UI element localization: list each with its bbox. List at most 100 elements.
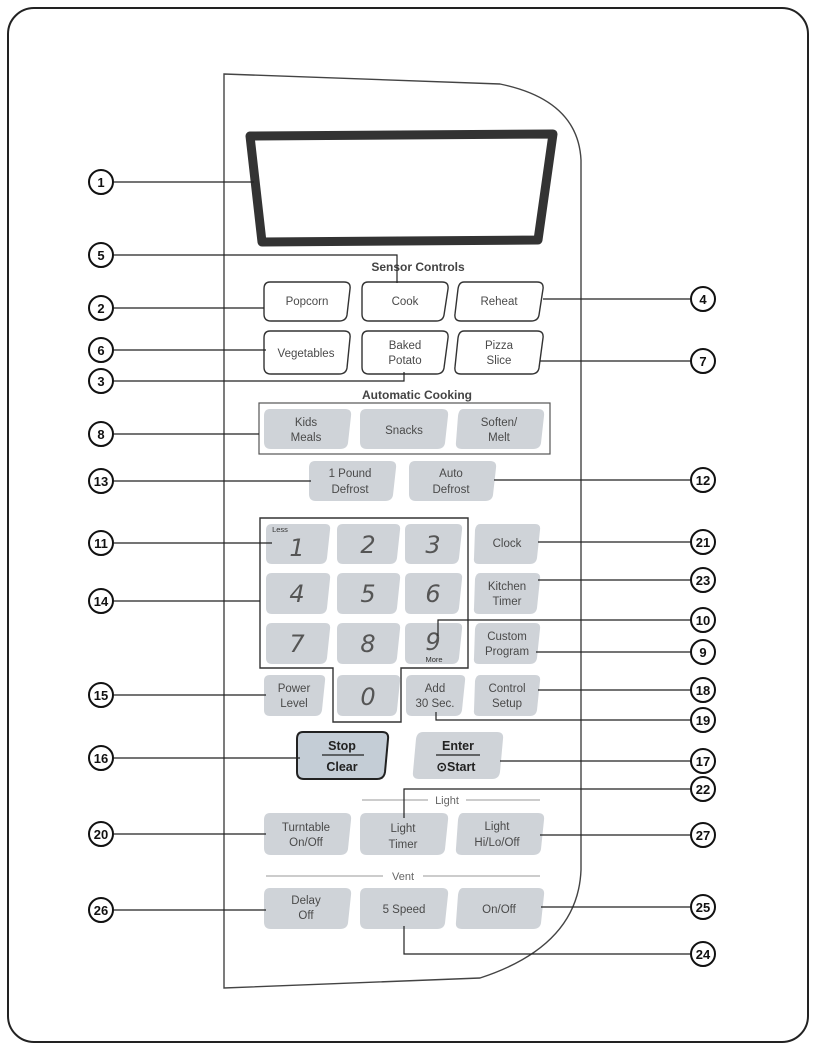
popcorn-button[interactable]: Popcorn — [263, 281, 351, 322]
stop-clear-button[interactable]: Stop Clear — [296, 731, 390, 780]
soften-melt-button[interactable]: Soften/ Melt — [455, 409, 545, 449]
automatic-cooking-label: Automatic Cooking — [362, 388, 472, 402]
pizza-slice-button[interactable]: Pizza Slice — [454, 330, 544, 375]
svg-text:1: 1 — [97, 175, 104, 190]
digit-3-label: 3 — [425, 531, 440, 559]
callout-6: 6 — [88, 337, 114, 363]
light-timer-label-1: Light — [391, 823, 417, 835]
delay-off-label-2: Off — [298, 910, 314, 922]
digit-5-button[interactable]: 5 — [337, 573, 401, 614]
callout-1: 1 — [88, 169, 114, 195]
clock-button[interactable]: Clock — [473, 524, 541, 564]
callout-5: 5 — [88, 242, 114, 268]
svg-text:24: 24 — [696, 947, 711, 962]
digit-1-label: 1 — [289, 534, 304, 562]
digit-2-button[interactable]: 2 — [337, 524, 401, 564]
delay-off-button[interactable]: Delay Off — [264, 888, 352, 929]
callout-4: 4 — [690, 286, 716, 312]
clear-label: Clear — [326, 760, 357, 774]
digit-4-button[interactable]: 4 — [266, 573, 331, 614]
callout-18: 18 — [690, 677, 716, 703]
svg-text:3: 3 — [97, 374, 104, 389]
callout-26: 26 — [88, 897, 114, 923]
kids-meals-button[interactable]: Kids Meals — [264, 409, 352, 449]
digit-3-button[interactable]: 3 — [405, 524, 463, 564]
leader-lines — [114, 181, 690, 955]
svg-text:11: 11 — [94, 536, 108, 551]
svg-text:23: 23 — [696, 573, 710, 588]
callout-8: 8 — [88, 421, 114, 447]
control-setup-label-1: Control — [488, 683, 525, 695]
light-timer-label-2: Timer — [389, 839, 418, 851]
svg-text:14: 14 — [94, 594, 109, 609]
stop-label: Stop — [328, 739, 356, 753]
callout-21: 21 — [690, 529, 716, 555]
light-section-label: Light — [435, 795, 459, 807]
callout-20: 20 — [88, 821, 114, 847]
digit-6-button[interactable]: 6 — [405, 573, 463, 614]
callout-7: 7 — [690, 348, 716, 374]
svg-text:7: 7 — [699, 354, 706, 369]
digit-9-button[interactable]: 9 More — [405, 623, 463, 664]
digit-8-button[interactable]: 8 — [337, 623, 401, 664]
add-30-sec-button[interactable]: Add 30 Sec. — [406, 675, 466, 716]
one-pound-defrost-button[interactable]: 1 Pound Defrost — [309, 461, 397, 501]
digit-0-button[interactable]: 0 — [337, 675, 401, 716]
svg-text:20: 20 — [94, 827, 108, 842]
svg-text:17: 17 — [696, 754, 710, 769]
kids-meals-label-2: Meals — [291, 432, 322, 444]
digit-7-button[interactable]: 7 — [266, 623, 331, 664]
add-30-sec-label-1: Add — [425, 683, 445, 695]
more-label: More — [425, 655, 442, 664]
five-speed-label: 5 Speed — [383, 904, 426, 916]
callout-27: 27 — [690, 822, 716, 848]
digit-4-label: 4 — [289, 580, 304, 608]
turntable-button[interactable]: Turntable On/Off — [264, 813, 352, 855]
control-setup-button[interactable]: Control Setup — [473, 675, 541, 716]
control-setup-label-2: Setup — [492, 698, 522, 710]
baked-potato-label-1: Baked — [389, 340, 422, 352]
start-label: ⊙Start — [437, 760, 477, 774]
popcorn-label: Popcorn — [286, 296, 329, 308]
svg-text:18: 18 — [696, 683, 710, 698]
light-timer-button[interactable]: Light Timer — [360, 813, 449, 855]
callout-11: 11 — [88, 530, 114, 556]
power-level-button[interactable]: Power Level — [264, 675, 326, 716]
enter-start-button[interactable]: Enter ⊙Start — [412, 732, 504, 779]
callout-3: 3 — [88, 368, 114, 394]
five-speed-button[interactable]: 5 Speed — [360, 888, 449, 929]
reheat-label: Reheat — [480, 296, 518, 308]
light-hilooff-button[interactable]: Light Hi/Lo/Off — [455, 813, 545, 855]
digit-1-button[interactable]: Less 1 — [266, 524, 331, 564]
soften-melt-label-1: Soften/ — [481, 417, 518, 429]
callout-13: 13 — [88, 468, 114, 494]
kids-meals-label-1: Kids — [295, 417, 318, 429]
svg-text:5: 5 — [97, 248, 104, 263]
auto-defrost-button[interactable]: Auto Defrost — [409, 461, 497, 501]
custom-program-button[interactable]: Custom Program — [473, 623, 541, 664]
reheat-button[interactable]: Reheat — [454, 281, 544, 322]
automatic-cooking-group — [258, 402, 551, 455]
pizza-slice-label-1: Pizza — [485, 340, 514, 352]
digit-6-label: 6 — [425, 580, 440, 608]
digit-8-label: 8 — [360, 630, 375, 658]
svg-text:9: 9 — [699, 645, 706, 660]
snacks-button[interactable]: Snacks — [360, 409, 449, 449]
soften-melt-label-2: Melt — [488, 432, 511, 444]
one-pound-defrost-label-2: Defrost — [331, 484, 369, 496]
callout-17: 17 — [690, 748, 716, 774]
vegetables-button[interactable]: Vegetables — [263, 330, 351, 375]
vent-onoff-button[interactable]: On/Off — [455, 888, 545, 929]
light-hilooff-label-2: Hi/Lo/Off — [474, 837, 520, 849]
kitchen-timer-button[interactable]: Kitchen Timer — [473, 573, 541, 614]
svg-text:13: 13 — [94, 474, 108, 489]
callout-2: 2 — [88, 295, 114, 321]
cook-button[interactable]: Cook — [361, 281, 449, 322]
vent-section-label: Vent — [392, 871, 414, 883]
baked-potato-button[interactable]: Baked Potato — [361, 330, 449, 375]
kitchen-timer-label-2: Timer — [493, 596, 522, 608]
custom-program-label-1: Custom — [487, 631, 527, 643]
vegetables-label: Vegetables — [278, 348, 335, 360]
callout-9: 9 — [690, 639, 716, 665]
